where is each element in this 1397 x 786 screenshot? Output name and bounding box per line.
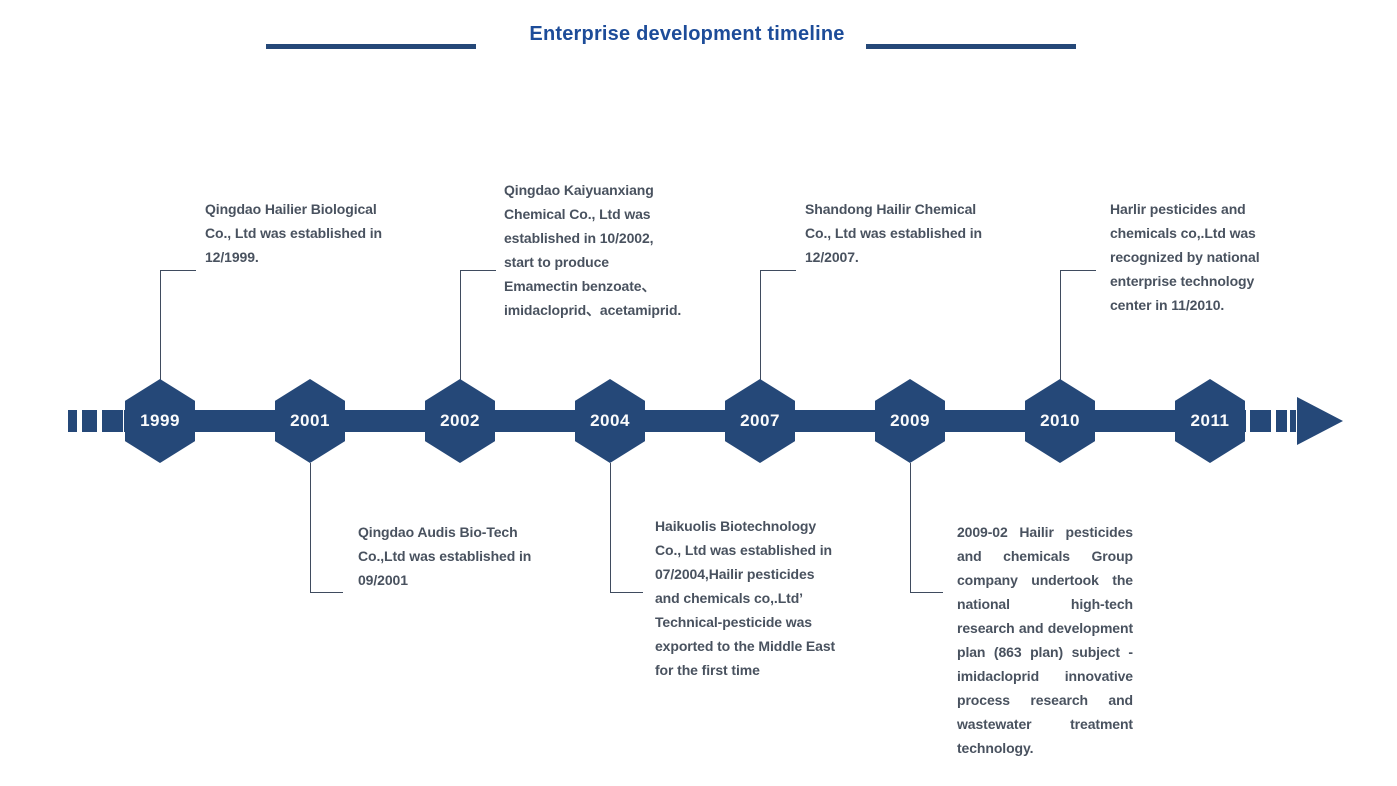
- timeline-node-2002: 2002: [425, 379, 495, 463]
- description-line: Emamectin benzoate、: [504, 278, 656, 294]
- timeline-dash-left-2: [82, 410, 97, 432]
- title-underline-left: [266, 44, 476, 49]
- description-line: imidacloprid、acetamiprid.: [504, 302, 682, 318]
- description-line: 2009-02 Hailir pesticides: [957, 524, 1133, 540]
- description-line: 07/2004,Hailir pesticides: [655, 566, 815, 582]
- connector-2009: [910, 463, 943, 593]
- description-line: wastewater treatment: [957, 716, 1133, 732]
- description-line: 12/2007.: [805, 249, 859, 265]
- description-line: Co., Ltd was established in: [655, 542, 832, 558]
- connector-2010: [1060, 270, 1096, 380]
- description-line: research and development: [957, 620, 1133, 636]
- title-underline-right: [866, 44, 1076, 49]
- year-label-2001: 2001: [290, 411, 330, 430]
- year-label-2010: 2010: [1040, 411, 1080, 430]
- description-line: Haikuolis Biotechnology: [655, 518, 817, 534]
- description-line: recognized by national: [1110, 249, 1260, 265]
- description-line: Chemical Co., Ltd was: [504, 206, 651, 222]
- timeline-dash-right-3: [1290, 410, 1296, 432]
- arrow-right-icon: [1297, 397, 1343, 445]
- timeline-node-2001: 2001: [275, 379, 345, 463]
- description-line: Qingdao Kaiyuanxiang: [504, 182, 654, 198]
- description-line: 09/2001: [358, 572, 408, 588]
- timeline-dash-right-1: [1250, 410, 1271, 432]
- description-line: Technical-pesticide was: [655, 614, 812, 630]
- connector-2007: [760, 270, 796, 380]
- year-label-1999: 1999: [140, 411, 180, 430]
- year-label-2007: 2007: [740, 411, 780, 430]
- description-line: imidacloprid innovative: [957, 668, 1133, 684]
- connector-2004: [610, 463, 643, 593]
- description-line: Co., Ltd was established in: [205, 225, 382, 241]
- event-2010-description: Harlir pesticides and chemicals co,.Ltd w…: [1110, 197, 1260, 317]
- description-line: technology.: [957, 740, 1034, 756]
- timeline-dash-left-3: [102, 410, 123, 432]
- timeline-node-2004: 2004: [575, 379, 645, 463]
- timeline-node-2010: 2010: [1025, 379, 1095, 463]
- description-line: for the first time: [655, 662, 760, 678]
- timeline-node-2007: 2007: [725, 379, 795, 463]
- connector-1999: [160, 270, 196, 380]
- year-label-2009: 2009: [890, 411, 930, 430]
- description-line: and chemicals Group: [957, 548, 1133, 564]
- description-line: and chemicals co,.Ltd’: [655, 590, 803, 606]
- timeline-dash-right-2: [1276, 410, 1287, 432]
- description-line: process research and: [957, 692, 1133, 708]
- description-line: plan (863 plan) subject -: [957, 644, 1133, 660]
- description-line: Harlir pesticides and: [1110, 201, 1246, 217]
- timeline-dash-left-1: [68, 410, 77, 432]
- year-label-2004: 2004: [590, 411, 630, 430]
- year-label-2011: 2011: [1190, 411, 1230, 430]
- description-line: established in 10/2002,: [504, 230, 654, 246]
- description-line: enterprise technology: [1110, 273, 1255, 289]
- description-line: company undertook the: [957, 572, 1133, 588]
- timeline-node-2011: 2011: [1175, 379, 1245, 463]
- description-line: Qingdao Audis Bio-Tech: [358, 524, 518, 540]
- description-line: Co.,Ltd was established in: [358, 548, 532, 564]
- description-line: national high-tech: [957, 596, 1133, 612]
- connector-2001: [310, 463, 343, 593]
- description-line: 12/1999.: [205, 249, 259, 265]
- timeline-axis: [124, 410, 1246, 432]
- description-line: chemicals co,.Ltd was: [1110, 225, 1256, 241]
- year-label-2002: 2002: [440, 411, 480, 430]
- connector-2002: [460, 270, 496, 380]
- timeline-node-2009: 2009: [875, 379, 945, 463]
- description-line: center in 11/2010.: [1110, 297, 1225, 313]
- description-line: Shandong Hailir Chemical: [805, 201, 977, 217]
- description-line: start to produce: [504, 254, 609, 270]
- description-line: Co., Ltd was established in: [805, 225, 982, 241]
- event-2009-description: 2009-02 Hailir pesticides and chemicals G…: [957, 520, 1133, 760]
- page-title: Enterprise development timeline: [529, 23, 845, 45]
- description-line: Qingdao Hailier Biological: [205, 201, 377, 217]
- description-line: exported to the Middle East: [655, 638, 836, 654]
- timeline-node-1999: 1999: [125, 379, 195, 463]
